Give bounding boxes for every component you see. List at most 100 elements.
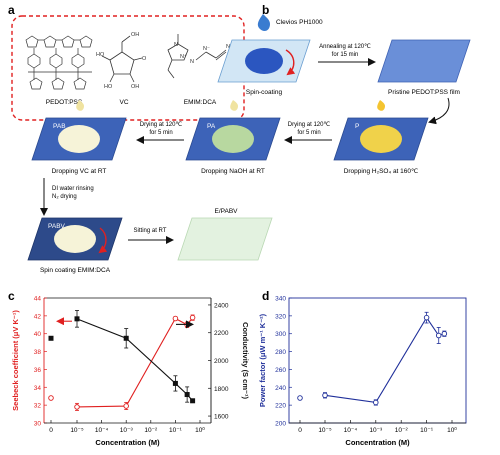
x-tick-label: 10⁻⁵ <box>70 427 84 434</box>
svg-text:N: N <box>226 44 230 50</box>
label-vc: VC <box>119 99 128 106</box>
film-p-spot <box>360 125 402 153</box>
right-tick-label: 1800 <box>214 386 229 393</box>
h2so4-droplet <box>377 100 385 111</box>
dropping-naoh-label: Dropping NaOH at RT <box>201 168 265 175</box>
pedot-blob <box>245 48 283 74</box>
svg-text:OH: OH <box>131 84 139 90</box>
x-tick-label: 10⁰ <box>447 426 457 434</box>
x-tick-label: 0 <box>49 427 53 434</box>
label-pedot-pss: PEDOT:PSS <box>46 99 83 106</box>
dropping-h2so4-label: Dropping H₂SO₄ at 160℃ <box>344 168 419 175</box>
svg-text:N: N <box>190 59 194 65</box>
seebeck-zero-point <box>48 395 54 401</box>
conductivity-point <box>123 335 129 341</box>
svg-text:O: O <box>142 56 147 62</box>
left-tick-label: 30 <box>34 421 42 428</box>
x-tick-label: 10⁻¹ <box>420 427 434 434</box>
svg-text:HO: HO <box>104 84 113 90</box>
x-axis-label: Concentration (M) <box>345 438 410 447</box>
x-tick-label: 10⁻³ <box>369 427 383 434</box>
right-axis-label: Conductivity (S cm⁻¹) <box>241 322 250 399</box>
x-tick-label: 10⁻⁴ <box>344 427 358 434</box>
naoh-droplet <box>230 100 238 111</box>
film-pab-label: PAB <box>53 123 66 130</box>
left-axis-label: Seebeck coefficient (μV K⁻¹) <box>11 310 20 411</box>
left-tick-label: 40 <box>34 331 42 338</box>
seebeck-point <box>74 404 80 410</box>
conductivity-zero-point <box>48 335 54 341</box>
film-epabv <box>177 217 273 261</box>
rinse-line2: N₂ drying <box>52 194 77 200</box>
y-tick-label: 340 <box>275 296 286 303</box>
power-factor-point <box>435 332 442 339</box>
conductivity-point <box>74 316 80 322</box>
seebeck-point <box>172 315 179 322</box>
panel-letter-b: b <box>262 3 269 17</box>
x-tick-label: 10⁻⁵ <box>318 427 332 434</box>
sitting-label: Sitting at RT <box>134 228 167 234</box>
film-pa-spot <box>212 125 254 153</box>
conductivity-point <box>172 380 178 386</box>
drying-pa-line2: for 5 min <box>149 130 172 136</box>
film-p-label: P <box>355 123 359 130</box>
clevios-label: Clevios PH1000 <box>276 19 323 26</box>
svg-text:N⁻: N⁻ <box>203 46 210 52</box>
emim-dca-structure <box>167 34 227 79</box>
power-factor-point <box>322 392 328 399</box>
spin-coating-label: Spin-coating <box>246 89 283 96</box>
x-tick-label: 10⁰ <box>195 426 205 434</box>
left-tick-label: 32 <box>34 403 42 410</box>
seebeck-point <box>123 403 129 409</box>
svg-text:HO: HO <box>96 52 105 58</box>
seebeck-line <box>76 317 194 408</box>
panel-letter-d: d <box>262 289 269 303</box>
panel-letter-c: c <box>8 289 15 303</box>
right-tick-label: 2000 <box>214 358 229 365</box>
power-factor-point <box>423 314 430 321</box>
x-tick-label: 0 <box>298 427 302 434</box>
conductivity-point <box>184 392 190 398</box>
film-pabv-label: PABV <box>48 223 66 230</box>
left-tick-label: 42 <box>34 313 42 320</box>
y-tick-label: 240 <box>275 385 286 392</box>
film-pab-spot <box>58 125 100 153</box>
pristine-label: Pristine PEDOT:PSS film <box>388 89 460 96</box>
rinse-line1: DI water rinsing <box>52 186 94 192</box>
arrow-to-h2so4 <box>428 97 450 125</box>
x-tick-label: 10⁻² <box>144 427 158 434</box>
power-factor-point <box>373 399 379 406</box>
emim-atom-labels: NN⁺N⁻NN <box>174 42 230 65</box>
left-tick-label: 38 <box>34 349 42 356</box>
panel-letter-a: a <box>8 3 15 17</box>
film-epabv-label: E/PABV <box>214 208 238 215</box>
film-pa-label: PA <box>207 123 216 130</box>
pristine-film <box>377 39 471 83</box>
drying-pa-line1: Drying at 120℃ <box>140 122 183 128</box>
power-factor-line <box>324 316 445 404</box>
drying-p-line1: Drying at 120℃ <box>288 122 331 128</box>
right-tick-label: 2200 <box>214 330 229 337</box>
dropping-vc-label: Dropping VC at RT <box>52 168 107 175</box>
label-emim-dca: EMIM:DCA <box>184 99 217 106</box>
right-tick-label: 2400 <box>214 302 229 309</box>
y-axis-label: Power factor (μW m⁻¹ K⁻²) <box>258 313 267 407</box>
svg-text:N⁺: N⁺ <box>180 53 187 60</box>
film-pabv-spot <box>54 225 96 253</box>
seebeck-point <box>189 314 196 321</box>
power-factor-point <box>441 330 448 337</box>
svg-text:N: N <box>174 42 178 48</box>
y-tick-label: 300 <box>275 331 286 338</box>
x-tick-label: 10⁻¹ <box>169 427 183 434</box>
rotation-arrow <box>285 49 296 76</box>
conductivity-point <box>190 398 196 404</box>
rotation-arrow-2 <box>98 227 108 254</box>
left-tick-label: 34 <box>34 385 42 392</box>
y-tick-label: 220 <box>275 403 286 410</box>
right-tick-label: 1600 <box>214 414 229 421</box>
pedot-pss-structure <box>25 35 93 90</box>
annealing-line2: for 15 min <box>332 52 359 58</box>
y-tick-label: 280 <box>275 349 286 356</box>
